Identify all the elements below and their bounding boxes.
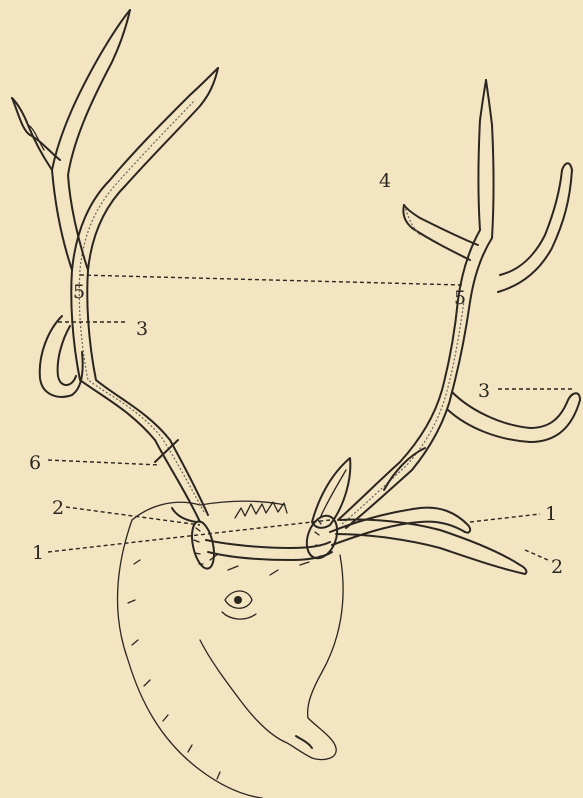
label-3-right: 3 [478, 380, 490, 402]
label-6: 6 [29, 452, 41, 474]
label-3-left: 3 [136, 318, 148, 340]
label-5-right: 5 [454, 287, 466, 309]
label-2-right: 2 [551, 556, 563, 578]
label-5-left: 5 [73, 281, 85, 303]
label-1-left: 1 [32, 542, 44, 564]
label-2-left: 2 [52, 497, 64, 519]
label-1-right: 1 [545, 503, 557, 525]
label-4: 4 [379, 170, 391, 192]
